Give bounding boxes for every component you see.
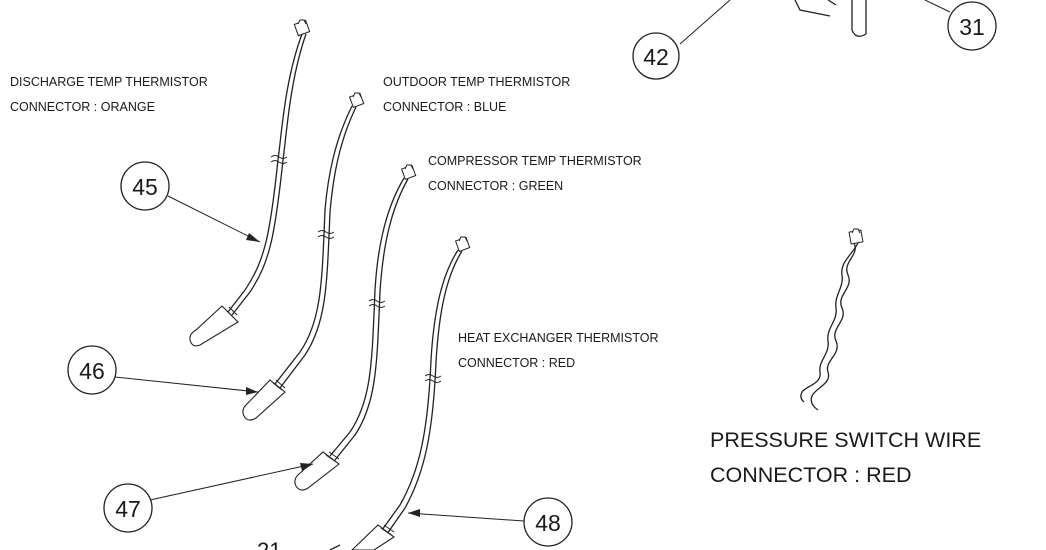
callout-47-label: 47	[115, 496, 141, 522]
top-part-fragment	[679, 0, 951, 45]
pressure-switch-labels: PRESSURE SWITCH WIRE CONNECTOR : RED	[710, 428, 981, 487]
callout-42-label: 42	[643, 44, 669, 70]
outdoor-labels: OUTDOOR TEMP THERMISTOR CONNECTOR : BLUE	[383, 75, 570, 114]
heat-exchanger-labels: HEAT EXCHANGER THERMISTOR CONNECTOR : RE…	[458, 331, 659, 370]
discharge-connector: CONNECTOR : ORANGE	[10, 100, 155, 114]
compressor-labels: COMPRESSOR TEMP THERMISTOR CONNECTOR : G…	[428, 154, 642, 193]
callout-47: 47	[103, 463, 314, 533]
outdoor-thermistor	[242, 92, 365, 421]
callout-42: 42	[632, 32, 680, 80]
outdoor-title: OUTDOOR TEMP THERMISTOR	[383, 75, 570, 89]
compressor-thermistor	[294, 164, 417, 491]
discharge-thermistor	[189, 19, 311, 347]
heat-exchanger-title: HEAT EXCHANGER THERMISTOR	[458, 331, 659, 345]
pressure-switch-wire	[800, 228, 864, 411]
callout-46: 46	[67, 345, 259, 395]
callout-31-label: 31	[959, 14, 985, 40]
callout-46-label: 46	[79, 358, 105, 384]
callout-48-label: 48	[535, 510, 561, 536]
pressure-switch-connector: CONNECTOR : RED	[710, 463, 911, 487]
discharge-labels: DISCHARGE TEMP THERMISTOR CONNECTOR : OR…	[10, 75, 208, 114]
callout-45-label: 45	[132, 174, 158, 200]
callout-45: 45	[120, 161, 261, 243]
outdoor-connector: CONNECTOR : BLUE	[383, 100, 506, 114]
compressor-connector: CONNECTOR : GREEN	[428, 179, 563, 193]
discharge-title: DISCHARGE TEMP THERMISTOR	[10, 75, 208, 89]
callout-31: 31	[947, 1, 997, 51]
callout-21-partial: 21	[257, 538, 281, 550]
callout-48: 48	[407, 497, 573, 547]
heat-exchanger-thermistor	[329, 236, 471, 550]
heat-exchanger-connector: CONNECTOR : RED	[458, 356, 575, 370]
pressure-switch-title: PRESSURE SWITCH WIRE	[710, 428, 981, 452]
compressor-title: COMPRESSOR TEMP THERMISTOR	[428, 154, 642, 168]
